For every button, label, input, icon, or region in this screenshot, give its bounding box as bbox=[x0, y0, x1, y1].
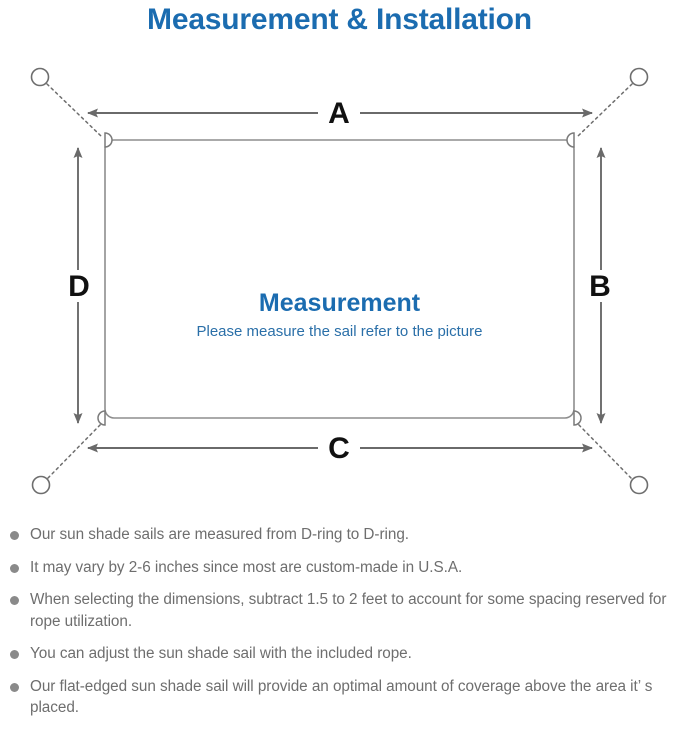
list-item: You can adjust the sun shade sail with t… bbox=[0, 643, 679, 665]
sail-body bbox=[104, 139, 575, 419]
d-ring-top-left-icon bbox=[104, 132, 113, 148]
dimension-label-backings bbox=[62, 98, 617, 463]
dimension-labels: A C D B bbox=[68, 97, 611, 465]
measurement-diagram: A C D B Measurement Please measure the s… bbox=[0, 48, 679, 518]
d-ring-bottom-left-icon bbox=[97, 410, 106, 426]
dimension-label-b: B bbox=[589, 270, 611, 303]
bullet-icon bbox=[10, 682, 19, 692]
d-ring-top-right-icon bbox=[566, 132, 575, 148]
list-item: It may vary by 2-6 inches since most are… bbox=[0, 557, 679, 579]
label-backing-a bbox=[318, 98, 360, 128]
list-item: When selecting the dimensions, subtract … bbox=[0, 589, 679, 632]
anchor-bottom-right-icon bbox=[629, 475, 649, 495]
anchor-rings bbox=[30, 67, 649, 495]
page-title: Measurement & Installation bbox=[147, 3, 532, 36]
dimension-label-d: D bbox=[68, 270, 90, 303]
rope-top-left bbox=[46, 83, 102, 137]
dimension-label-a: A bbox=[328, 97, 350, 130]
label-backing-b bbox=[583, 270, 617, 302]
bullet-icon bbox=[10, 596, 19, 605]
bullet-icon bbox=[10, 563, 19, 573]
list-item: Our sun shade sails are measured from D-… bbox=[0, 524, 679, 546]
note-text: Our sun shade sails are measured from D-… bbox=[30, 526, 409, 543]
rope-bottom-right bbox=[577, 423, 632, 479]
anchor-top-right-icon bbox=[629, 67, 649, 87]
dimension-label-c: C bbox=[328, 432, 350, 465]
note-text: When selecting the dimensions, subtract … bbox=[30, 591, 667, 630]
note-text: It may vary by 2-6 inches since most are… bbox=[30, 558, 463, 576]
rope-top-right bbox=[577, 83, 633, 137]
label-backing-c bbox=[318, 433, 360, 463]
bullet-icon bbox=[10, 650, 19, 659]
label-backing-d bbox=[62, 270, 96, 302]
anchor-top-left-icon bbox=[30, 67, 50, 87]
d-ring-bottom-right-icon bbox=[573, 410, 582, 426]
note-text: Our flat-edged sun shade sail will provi… bbox=[30, 677, 653, 717]
list-item: Our flat-edged sun shade sail will provi… bbox=[0, 676, 679, 719]
rope-bottom-left bbox=[47, 423, 102, 479]
d-rings bbox=[97, 132, 582, 426]
anchor-bottom-left-icon bbox=[31, 475, 51, 495]
rope-lines bbox=[46, 83, 633, 479]
notes-list: Our sun shade sails are measured from D-… bbox=[0, 524, 679, 730]
note-text: You can adjust the sun shade sail with t… bbox=[30, 645, 412, 662]
bullet-icon bbox=[10, 531, 19, 540]
diagram-svg: A C D B bbox=[30, 67, 649, 495]
